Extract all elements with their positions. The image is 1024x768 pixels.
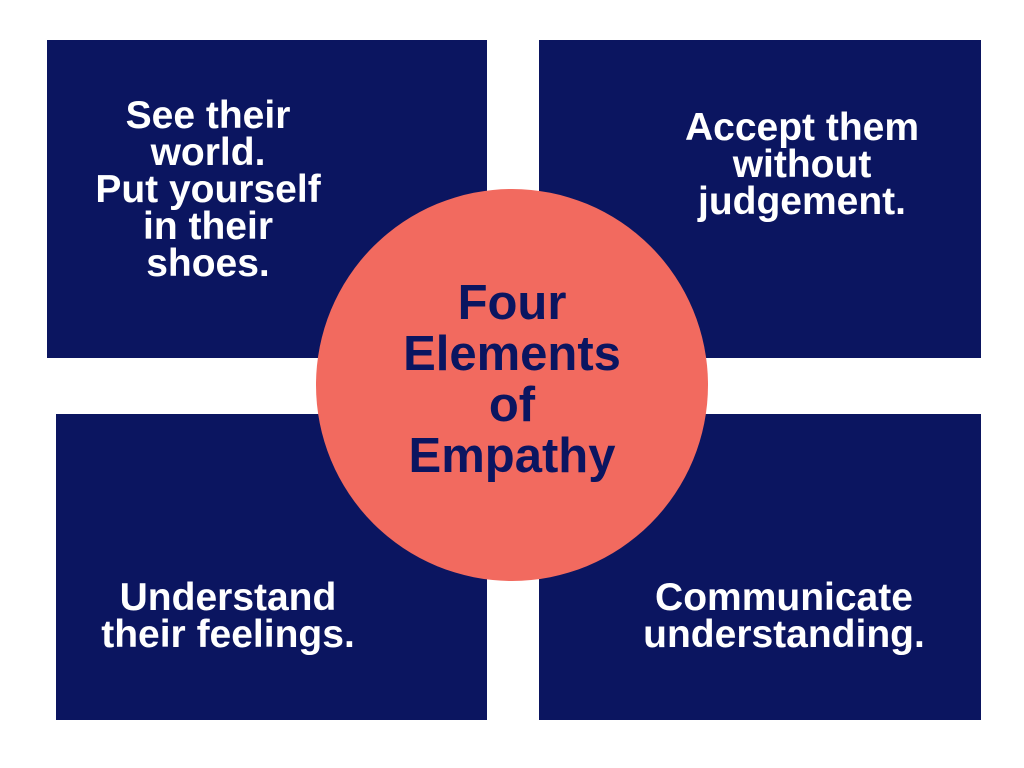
center-title: Four Elements of Empathy [362,278,662,482]
text-line: without [732,143,872,186]
quadrant-text-accept-them: Accept them without judgement. [652,106,952,223]
quadrant-text-communicate-understanding: Communicate understanding. [614,576,954,656]
text-line: See their [125,94,291,137]
text-line: Accept them [684,106,920,149]
quadrant-text-understand-feelings: Understand their feelings. [78,576,378,656]
text-line: their feelings. [101,613,355,656]
text-line: Understand [119,576,337,619]
title-line: of [488,378,536,432]
text-line: world. [150,131,266,174]
quadrant-text-see-their-world: See their world. Put yourself in their s… [58,94,358,285]
text-line: shoes. [146,242,270,285]
text-line: judgement. [697,180,906,223]
text-line: in their [142,205,273,248]
text-line: Put yourself [95,168,321,211]
text-line: understanding. [643,613,925,656]
title-line: Elements [403,327,621,381]
center-circle [316,189,708,581]
title-line: Four [457,276,567,330]
title-line: Empathy [408,429,616,483]
text-line: Communicate [655,576,913,619]
